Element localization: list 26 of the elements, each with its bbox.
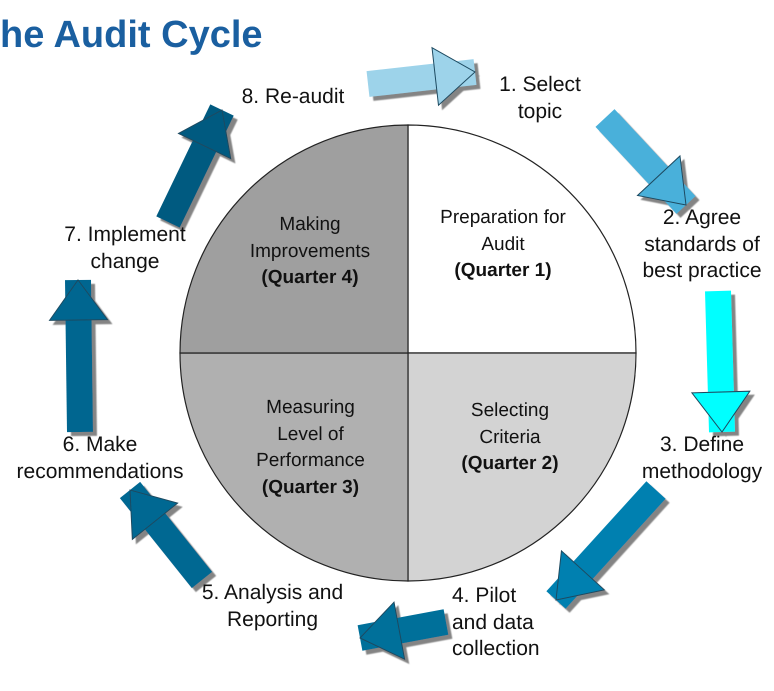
title: he Audit Cycle bbox=[0, 14, 263, 57]
block-arrow bbox=[120, 482, 212, 588]
quadrant-sector bbox=[408, 125, 636, 353]
block-arrow bbox=[366, 47, 476, 106]
step-label: 2. Agree standards of best practice bbox=[641, 205, 763, 284]
step-label: 6. Make recommendations bbox=[16, 432, 184, 485]
quadrant-title: Making Improvements bbox=[248, 213, 372, 264]
quadrant-title: Selecting Criteria bbox=[470, 399, 550, 450]
step-label: 8. Re-audit bbox=[240, 84, 346, 110]
quadrant-title: Measuring Level of Performance bbox=[255, 396, 366, 474]
quarter-label: (Quarter 1) bbox=[453, 259, 553, 284]
block-arrow bbox=[49, 280, 108, 432]
quarter-label: (Quarter 2) bbox=[460, 452, 560, 476]
block-arrow bbox=[595, 109, 696, 214]
block-arrow bbox=[358, 602, 448, 660]
quarter-label: (Quarter 4) bbox=[260, 266, 360, 290]
step-label: 7. Implement change bbox=[63, 222, 187, 275]
quarter-label: (Quarter 3) bbox=[260, 476, 360, 500]
step-label: 4. Pilot and data collection bbox=[452, 583, 541, 662]
block-arrow bbox=[691, 290, 750, 432]
quadrant-sector bbox=[408, 353, 636, 581]
quadrant-title: Preparation for Audit bbox=[439, 206, 567, 257]
block-arrow bbox=[156, 104, 234, 228]
step-label: 5. Analysis and Reporting bbox=[200, 580, 344, 633]
step-label: 1. Select topic bbox=[498, 72, 582, 125]
step-label: 3. Define methodology bbox=[640, 432, 764, 485]
